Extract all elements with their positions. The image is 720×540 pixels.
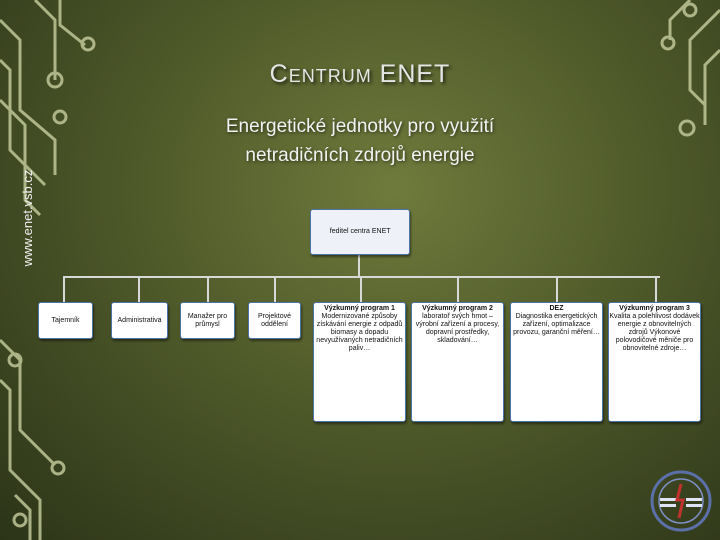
title-smallcaps: ENTRUM [289, 66, 372, 86]
title-initial: C [270, 60, 289, 88]
org-box-director-label: ředitel centra ENET [311, 210, 409, 254]
connector-drop [655, 276, 657, 302]
program-text: Kvalita a poleh­livost dodávek energie z… [609, 313, 699, 352]
program-title: Výzkumný program 1 [314, 305, 405, 313]
org-box-secretary: Tajemník [38, 302, 93, 339]
org-box-dez: DEZ Diagnostika energetických zařízení, … [510, 302, 603, 422]
org-box-administration: Administrativa [111, 302, 168, 339]
connector-top-vertical [358, 254, 360, 276]
org-box-content: DEZ Diagnostika energetických zařízení, … [511, 303, 602, 337]
org-box-label: Manažer pro průmysl [181, 303, 234, 338]
org-box-project-department: Projektové oddělení [248, 302, 301, 339]
org-box-content: Výzkumný program 3 Kvalita a poleh­livos… [609, 303, 700, 353]
org-box-program-1: Výzkumný program 1 Modernizované způsoby… [313, 302, 406, 422]
connector-horizontal [63, 276, 660, 278]
org-box-content: Výzkumný program 2 laboratoř svých hmot … [412, 303, 503, 345]
connector-drop [63, 276, 65, 302]
program-text: Diagnostika energetických zařízení, opti… [513, 313, 600, 336]
title-second-word: ENET [380, 60, 451, 88]
org-box-content: Výzkumný program 1 Modernizované způsoby… [314, 303, 405, 353]
connector-drop [556, 276, 558, 302]
subtitle-line-1: Energetické jednotky pro využití [0, 112, 720, 141]
org-box-program-2: Výzkumný program 2 laboratoř svých hmot … [411, 302, 504, 422]
org-box-label: Administrativa [112, 303, 167, 338]
program-title: Výzkumný program 3 [609, 305, 700, 313]
connector-drop [457, 276, 459, 302]
org-box-label: Projektové oddělení [249, 303, 300, 338]
connector-drop [274, 276, 276, 302]
connector-drop [207, 276, 209, 302]
program-text: Modernizované způsoby získávání energie … [316, 313, 402, 352]
org-box-director: ředitel centra ENET [310, 209, 410, 255]
program-title: DEZ [511, 305, 602, 313]
side-url: www.enet.vsb.cz [20, 118, 38, 318]
program-title: Výzkumný program 2 [412, 305, 503, 313]
slide-subtitle: Energetické jednotky pro využití netradi… [0, 112, 720, 170]
subtitle-line-2: netradičních zdrojů energie [0, 141, 720, 170]
org-box-industry-manager: Manažer pro průmysl [180, 302, 235, 339]
org-box-program-3: Výzkumný program 3 Kvalita a poleh­livos… [608, 302, 701, 422]
slide-title: CENTRUM ENET [0, 60, 720, 89]
program-text: laboratoř svých hmot – výrobní zařízení … [416, 313, 500, 344]
connector-drop [360, 276, 362, 302]
connector-drop [138, 276, 140, 302]
org-box-label: Tajemník [39, 303, 92, 338]
enet-logo-icon [650, 470, 712, 532]
